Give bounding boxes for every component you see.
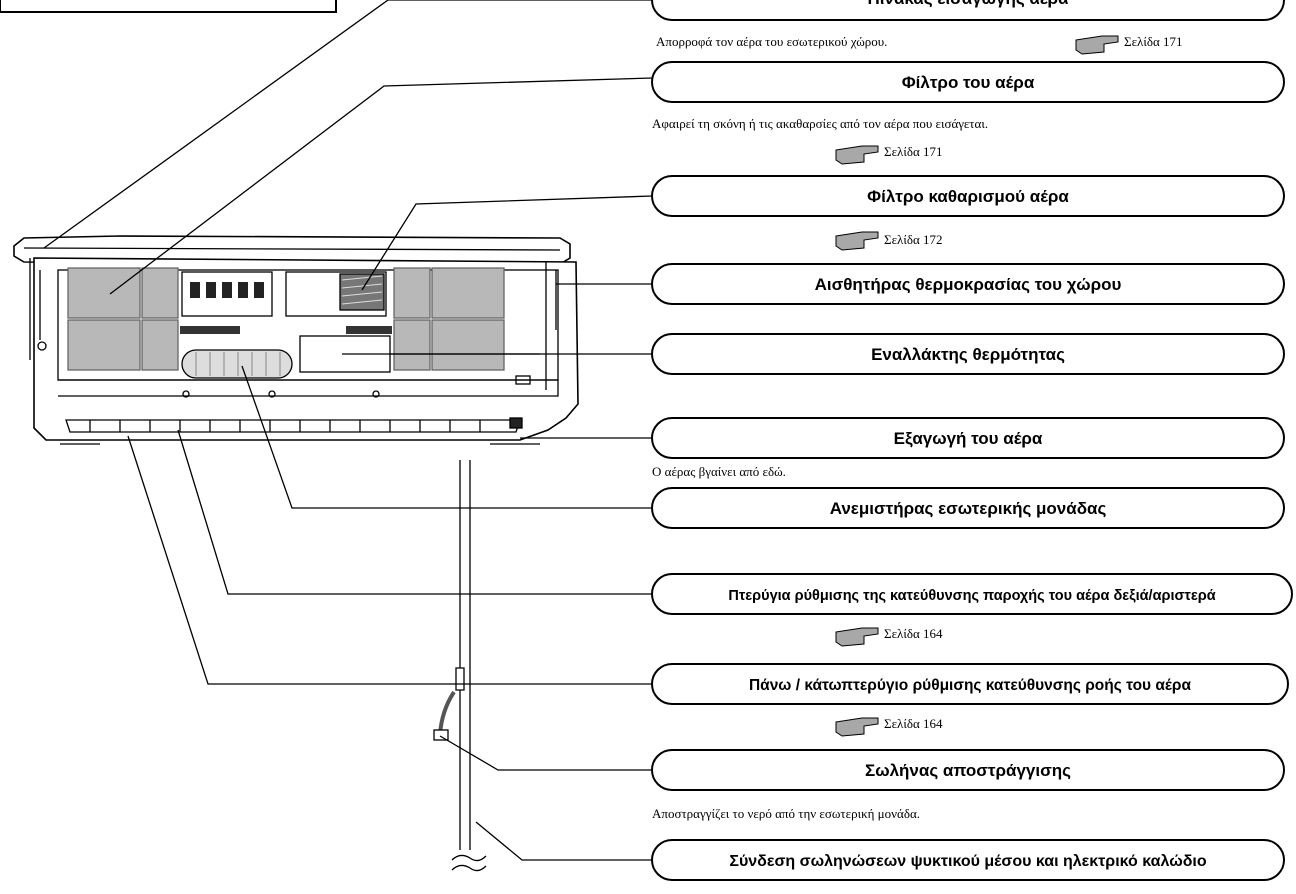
page-ref-air-purifying-filter: Σελίδα 172	[835, 231, 943, 251]
label-room-temp-sensor: Αισθητήρας θερμοκρασίας του χώρου	[651, 263, 1285, 305]
label-text: Αισθητήρας θερμοκρασίας του χώρου	[815, 275, 1122, 294]
label-air-purifying-filter: Φίλτρο καθαρισμού αέρα	[651, 175, 1285, 217]
label-text: Σωλήνας αποστράγγισης	[865, 761, 1071, 780]
label-text: Πίνακας εισαγωγής αέρα	[867, 0, 1069, 8]
label-pills: Πίνακας εισαγωγής αέρα Απορροφά τον αέρα…	[651, 0, 1293, 881]
label-text: Πάνω / κάτωπτερύγιο ρύθμισης κατεύθυνσης…	[749, 677, 1192, 694]
desc-air-outlet: Ο αέρας βγαίνει από εδώ.	[652, 464, 786, 479]
page-ref-lr-louver: Σελίδα 164	[835, 626, 943, 647]
label-air-intake-panel: Πίνακας εισαγωγής αέρα	[651, 0, 1285, 21]
page-ref-air-filter: Σελίδα 171	[835, 144, 943, 165]
desc-drain-hose: Αποστραγγίζει το νερό από την εσωτερική …	[652, 806, 920, 821]
label-air-outlet: Εξαγωγή του αέρα	[651, 417, 1285, 459]
header-box	[0, 0, 337, 13]
indoor-unit-drawing	[13, 235, 579, 445]
pointing-hand-icon	[835, 145, 879, 165]
pointing-hand-icon	[1075, 35, 1119, 55]
pointing-hand-icon	[835, 627, 879, 647]
page-ref-ud-flap: Σελίδα 164	[835, 716, 943, 737]
label-text: Εναλλάκτης θερμότητας	[871, 345, 1065, 364]
label-drain-hose: Σωλήνας αποστράγγισης	[651, 749, 1285, 791]
label-ud-flap: Πάνω / κάτωπτερύγιο ρύθμισης κατεύθυνσης…	[651, 663, 1289, 705]
page-ref-text: Σελίδα 172	[884, 232, 943, 247]
label-heat-exchanger: Εναλλάκτης θερμότητας	[651, 333, 1285, 375]
pointing-hand-icon	[835, 231, 879, 251]
label-lr-louver: Πτερύγια ρύθμισης της κατεύθυνσης παροχή…	[651, 573, 1293, 615]
leader-lines	[43, 0, 653, 861]
page-ref-air-intake-panel: Σελίδα 171	[1075, 34, 1183, 55]
page-ref-text: Σελίδα 164	[884, 626, 943, 641]
page-ref-text: Σελίδα 164	[884, 716, 943, 731]
drain-and-refrigerant-pipes	[433, 460, 487, 872]
desc-air-filter: Αφαιρεί τη σκόνη ή τις ακαθαρσίες από το…	[652, 116, 988, 131]
desc-air-intake-panel: Απορροφά τον αέρα του εσωτερικού χώρου.	[656, 34, 887, 49]
label-indoor-fan: Ανεμιστήρας εσωτερικής μονάδας	[651, 487, 1285, 529]
label-air-filter: Φίλτρο του αέρα	[651, 61, 1285, 103]
label-text: Ανεμιστήρας εσωτερικής μονάδας	[830, 499, 1107, 518]
label-text: Σύνδεση σωληνώσεων ψυκτικού μέσου και ηλ…	[729, 853, 1206, 870]
label-text: Πτερύγια ρύθμισης της κατεύθυνσης παροχή…	[728, 588, 1215, 604]
label-refrigerant-pipe: Σύνδεση σωληνώσεων ψυκτικού μέσου και ηλ…	[651, 839, 1285, 881]
label-text: Εξαγωγή του αέρα	[894, 429, 1043, 448]
pointing-hand-icon	[835, 717, 879, 737]
page-ref-text: Σελίδα 171	[884, 144, 943, 159]
page-ref-text: Σελίδα 171	[1124, 34, 1183, 49]
label-text: Φίλτρο καθαρισμού αέρα	[867, 187, 1069, 206]
label-text: Φίλτρο του αέρα	[902, 73, 1035, 92]
